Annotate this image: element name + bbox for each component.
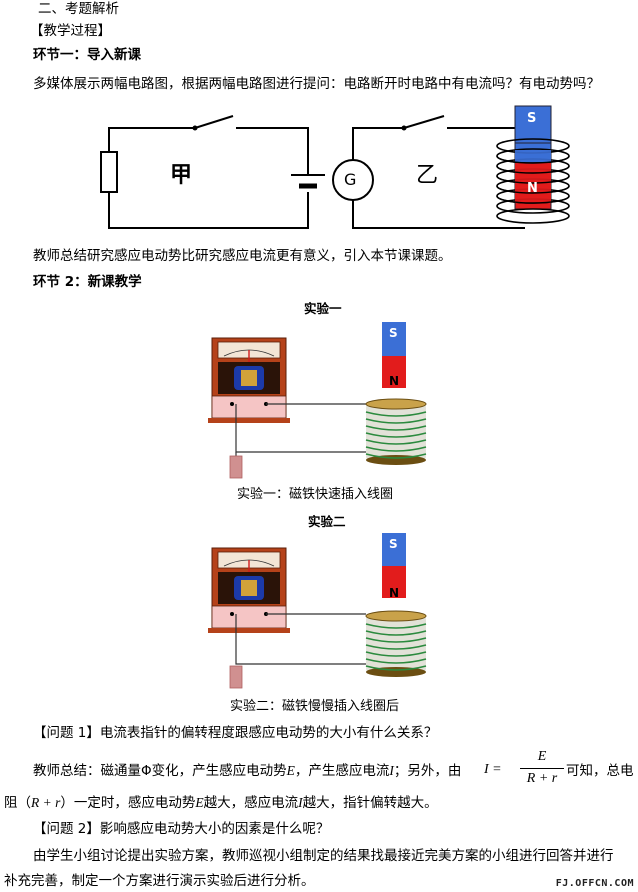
formula-numerator: E <box>537 749 547 764</box>
q1-question: 【问题 1】电流表指针的偏转程度跟感应电动势的大小有什么关系？ <box>33 725 438 741</box>
exp2-ammeter <box>207 547 291 634</box>
watermark: FJ.OFFCN.COM <box>555 878 634 889</box>
exp1-ammeter <box>207 337 291 424</box>
exp1-magnet-n-label: N <box>389 374 400 388</box>
q1-text-c: ；另外，由 <box>393 763 462 779</box>
section-title: 二、考题解析 <box>38 1 119 17</box>
jia-wire-top-left <box>108 127 195 152</box>
jia-resistor <box>100 151 118 193</box>
q2-line2: 补充完善，制定一个方案进行演示实验后进行分析。 <box>4 873 315 889</box>
magnet-n-label: N <box>527 181 538 196</box>
step1-title: 环节一：导入新课 <box>33 47 141 63</box>
jia-switch <box>194 115 234 129</box>
label-yi: 乙 <box>416 163 439 188</box>
var-i-2: I <box>298 795 303 810</box>
exp1-magnet-s-label: S <box>389 326 398 340</box>
q1-summary-line1: 教师总结：磁通量Φ变化，产生感应电动势E，产生感应电流I；另外，由 <box>33 762 461 780</box>
var-e-2: E <box>195 795 204 810</box>
q1-text-a: 教师总结：磁通量Φ变化，产生感应电动势 <box>33 763 287 779</box>
exp2-switch-block <box>229 665 243 689</box>
exp1-switch-block <box>229 455 243 479</box>
exp1-magnet-s <box>382 322 406 356</box>
formula-lhs: I = <box>484 762 502 777</box>
exp2-magnet-n <box>382 566 406 598</box>
magnet-s-pole <box>514 105 552 144</box>
yi-wire-bottom <box>352 200 525 229</box>
exp2-magnet-n-label: N <box>389 586 400 600</box>
yi-wire-top-left <box>352 127 404 160</box>
q2-line1: 由学生小组讨论提出实验方案，教师巡视小组制定的结果找最接近完美方案的小组进行回答… <box>33 848 614 864</box>
exp1-coil <box>365 398 427 466</box>
q1-text-e: 阻（ <box>4 795 31 811</box>
q1-text-b: ，产生感应电流 <box>294 763 390 779</box>
magnet-s-label: S <box>527 111 537 126</box>
step1-intro: 多媒体展示两幅电路图，根据两幅电路图进行提问：电路断开时电路中有电流吗？有电动势… <box>33 76 600 92</box>
jia-switch-pivot <box>192 125 198 131</box>
exp1-magnet-n <box>382 356 406 388</box>
galvanometer-circle <box>332 159 374 201</box>
var-r-plus-r: R + r <box>31 795 61 810</box>
exp2-magnet-s-label: S <box>389 537 398 551</box>
yi-switch-pivot <box>401 125 407 131</box>
q1-summary-line2: 阻（R + r）一定时，感应电动势E越大，感应电流I越大，指针偏转越大。 <box>4 794 438 812</box>
var-i: I <box>389 763 394 778</box>
exp2-caption: 实验二：磁铁慢慢插入线圈后 <box>230 699 400 714</box>
jia-wire-top-right <box>236 127 309 175</box>
q2-question: 【问题 2】影响感应电动势大小的因素是什么呢？ <box>33 821 330 837</box>
q1-text-d: 可知，总电 <box>566 763 634 779</box>
jia-wire-bottom <box>108 192 309 229</box>
label-jia: 甲 <box>170 163 193 188</box>
galvanometer-label: G <box>344 170 357 189</box>
step2-title: 环节 2：新课教学 <box>33 274 142 290</box>
var-e: E <box>286 763 295 778</box>
step1-summary: 教师总结研究感应电动势比研究感应电流更有意义，引入本节课课题。 <box>33 248 452 264</box>
exp1-title: 实验一 <box>304 301 342 316</box>
exp2-magnet-s <box>382 533 406 566</box>
yi-switch <box>403 115 445 129</box>
exp2-title: 实验二 <box>308 514 346 529</box>
formula-denominator: R + r <box>526 771 558 786</box>
exp2-coil <box>365 610 427 678</box>
q1-text-g: 越大，感应电流 <box>203 795 299 811</box>
exp1-caption: 实验一：磁铁快速插入线圈 <box>237 487 394 502</box>
q1-text-f: ）一定时，感应电动势 <box>60 795 196 811</box>
formula-fraction-bar <box>520 768 564 769</box>
q1-text-h: 越大，指针偏转越大。 <box>302 795 438 811</box>
teaching-process-heading: 【教学过程】 <box>30 23 111 39</box>
